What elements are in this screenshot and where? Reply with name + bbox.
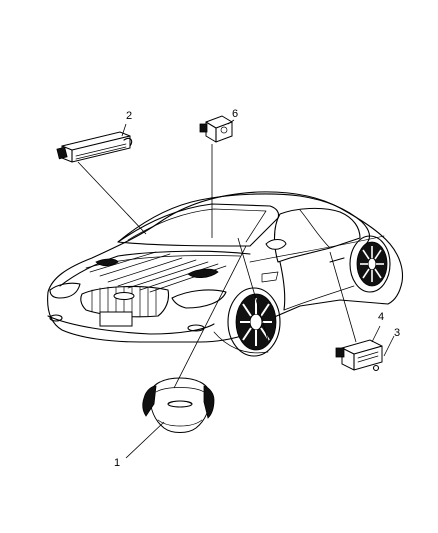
rear-wheel — [349, 235, 391, 293]
fog-light-left — [49, 314, 63, 322]
callout-1: 1 — [114, 457, 120, 469]
grille-emblem — [113, 292, 135, 300]
part-2-airbag-module — [56, 131, 133, 163]
rocker-panel — [283, 285, 355, 311]
hood-vent-right — [187, 268, 219, 278]
hood-edge — [59, 250, 251, 287]
callout-2: 2 — [126, 110, 132, 122]
rear-window-line — [299, 209, 331, 249]
hood-vent-left — [95, 258, 119, 267]
callout-3: 3 — [394, 327, 400, 339]
front-bumper — [47, 315, 215, 335]
front-wheel — [227, 287, 281, 357]
license-plate — [99, 311, 133, 327]
grille-bars — [91, 286, 157, 317]
part-6-sensor — [199, 115, 233, 143]
front-grille — [80, 285, 170, 318]
headlight-left — [49, 282, 81, 299]
part-4-sensor-module — [335, 339, 383, 372]
side-window — [273, 207, 361, 263]
side-mirror — [265, 239, 287, 250]
hood-shutline — [85, 255, 241, 269]
windshield — [117, 203, 280, 247]
callout-6: 6 — [232, 108, 238, 120]
headlight-right — [171, 289, 227, 309]
windshield-inner — [127, 208, 267, 243]
leader-lines — [77, 119, 395, 459]
vehicle-illustration — [47, 191, 404, 357]
door-seam — [279, 261, 286, 311]
car-roof — [117, 193, 371, 245]
part-1-driver-airbag — [142, 377, 215, 433]
side-crease — [249, 235, 385, 263]
fender-vent — [261, 271, 279, 283]
ground-shadow — [213, 331, 269, 354]
callout-4: 4 — [378, 311, 384, 323]
